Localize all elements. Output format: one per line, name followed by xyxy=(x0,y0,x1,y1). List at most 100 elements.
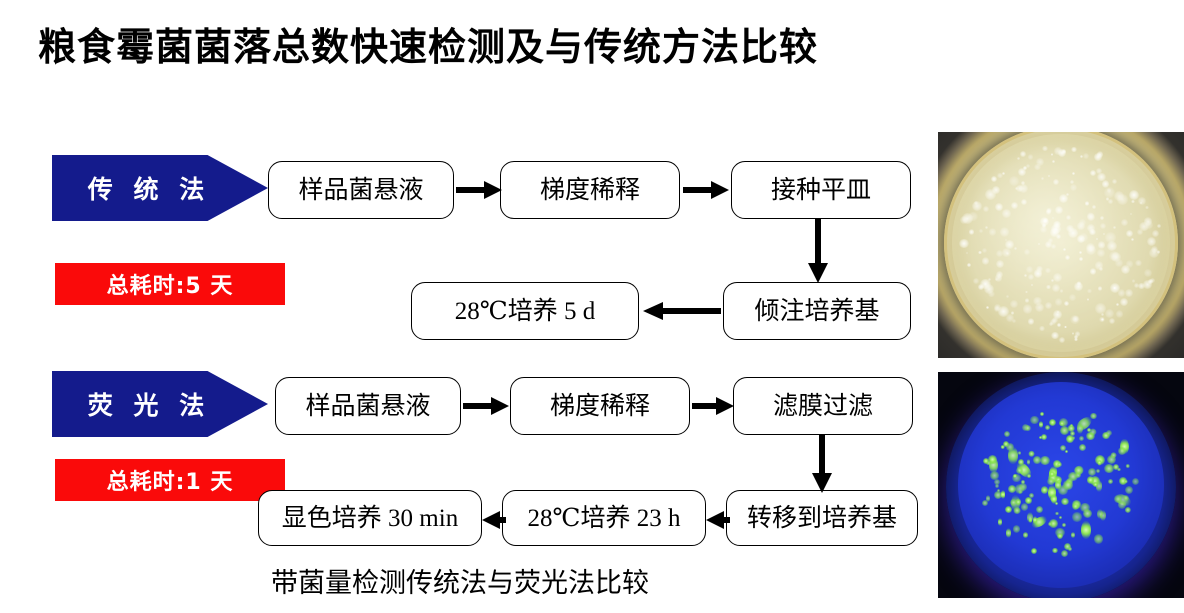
colony-dot xyxy=(1023,166,1027,170)
colony-dot xyxy=(972,278,979,285)
colony-dot xyxy=(977,283,985,290)
flow-box-label: 梯度稀释 xyxy=(549,392,650,420)
colony-dot xyxy=(1139,201,1143,205)
colony-dot xyxy=(1150,245,1158,253)
fluorescent-dot xyxy=(1040,456,1050,466)
colony-dot xyxy=(1047,174,1051,178)
colony-dot xyxy=(1036,157,1045,167)
colony-dot xyxy=(1086,212,1095,221)
colony-dot xyxy=(1039,325,1045,332)
arrow-right-icon xyxy=(456,179,502,201)
flow-box-sample-suspension-fluorescence: 样品菌悬液 xyxy=(275,377,461,435)
colony-dot xyxy=(1112,225,1117,230)
colony-dot xyxy=(1110,283,1121,294)
colony-dot xyxy=(1055,233,1062,239)
colony-dot xyxy=(1020,151,1026,157)
colony-dot xyxy=(1050,244,1056,250)
colony-dot xyxy=(1106,188,1112,193)
fluorescent-dot xyxy=(1028,492,1034,498)
fluorescent-dot xyxy=(982,500,989,507)
colony-dot xyxy=(1095,167,1103,175)
fluorescent-dot xyxy=(1124,485,1134,495)
fluorescent-dot xyxy=(1068,471,1078,482)
pentagon-label-text: 荧 光 法 xyxy=(87,391,211,420)
colony-dot xyxy=(1008,175,1019,187)
colony-dot xyxy=(1138,282,1145,290)
colony-dot xyxy=(1078,257,1084,262)
fluorescent-dot xyxy=(1093,534,1103,544)
colony-dot xyxy=(1107,241,1118,252)
colony-dot xyxy=(987,290,995,298)
colony-dot xyxy=(1109,317,1116,324)
colony-dot xyxy=(1058,193,1068,203)
fluorescent-dot xyxy=(1032,515,1038,525)
colony-dot xyxy=(1005,240,1014,249)
colony-dot xyxy=(1065,192,1069,196)
fluorescent-dot xyxy=(1089,412,1097,420)
fluorescent-dot xyxy=(1027,473,1032,478)
fluorescent-dot xyxy=(1035,505,1043,513)
colony-dot xyxy=(1086,223,1095,232)
colony-dot xyxy=(1143,279,1152,289)
colony-dot xyxy=(965,252,968,255)
colony-dot xyxy=(959,238,969,249)
colony-dot xyxy=(1070,314,1080,325)
fluorescent-dot xyxy=(1071,531,1075,539)
colony-dot xyxy=(1105,197,1109,201)
colony-dot xyxy=(1068,294,1076,302)
arrow-down-icon xyxy=(810,435,834,493)
colony-dot xyxy=(1115,302,1120,307)
colony-dot xyxy=(1130,212,1133,215)
colony-dot xyxy=(1021,199,1027,205)
fluorescent-dot xyxy=(994,484,1000,489)
colony-dot xyxy=(1071,332,1074,335)
colony-dot xyxy=(1097,241,1106,249)
colony-dot xyxy=(1064,254,1070,260)
fluorescent-dot xyxy=(1073,465,1083,475)
fluorescent-dot xyxy=(1016,497,1022,507)
colony-dot xyxy=(1090,170,1096,176)
colony-dot xyxy=(994,304,1002,312)
fluorescent-dot xyxy=(1026,458,1030,465)
fluorescent-dot xyxy=(1030,547,1038,555)
colony-dot xyxy=(1050,279,1055,283)
colony-dot xyxy=(1097,172,1106,182)
colony-dot xyxy=(1128,190,1139,201)
fluorescent-dot xyxy=(1117,467,1121,472)
colony-dot xyxy=(1086,298,1090,301)
fluorescent-dot xyxy=(1030,415,1039,425)
total-time-badge-traditional: 总耗时:5 天 xyxy=(55,263,285,305)
colony-dot xyxy=(999,226,1010,237)
fluorescent-dot xyxy=(1123,494,1130,501)
figure-caption: 带菌量检测传统法与荧光法比较 xyxy=(271,568,649,598)
colony-dot xyxy=(1068,227,1078,238)
colony-dot xyxy=(981,247,987,253)
fluorescent-dot xyxy=(1047,477,1055,486)
colony-dot xyxy=(1076,281,1082,287)
colony-dot xyxy=(1143,268,1153,277)
colony-dot xyxy=(1100,317,1105,322)
flow-box-label: 梯度稀释 xyxy=(539,176,640,204)
colony-dot xyxy=(1143,217,1153,226)
colony-dot xyxy=(1023,273,1028,278)
colony-dot xyxy=(1131,199,1135,204)
fluorescent-dot xyxy=(1007,484,1017,494)
colony-dot xyxy=(1048,322,1053,327)
fluorescent-dot xyxy=(1040,486,1049,494)
flow-box-label: 接种平皿 xyxy=(770,176,871,204)
flow-box-inoculate-plate-traditional: 接种平皿 xyxy=(731,161,911,219)
fluorescent-dot xyxy=(1000,490,1006,499)
fluorescent-dot xyxy=(1107,478,1113,484)
fluorescent-dot xyxy=(1071,502,1080,510)
colony-dot xyxy=(989,228,997,236)
fluorescent-dot xyxy=(1001,444,1005,449)
fluorescent-dot xyxy=(1097,459,1102,466)
fluorescent-dot xyxy=(1080,521,1091,539)
fluorescent-dot xyxy=(1040,411,1044,416)
colony-dot xyxy=(1011,318,1017,324)
colony-dot xyxy=(998,306,1009,317)
fluorescent-dot xyxy=(1055,480,1061,491)
colony-dot xyxy=(1027,274,1034,281)
colony-dot xyxy=(1080,154,1084,158)
